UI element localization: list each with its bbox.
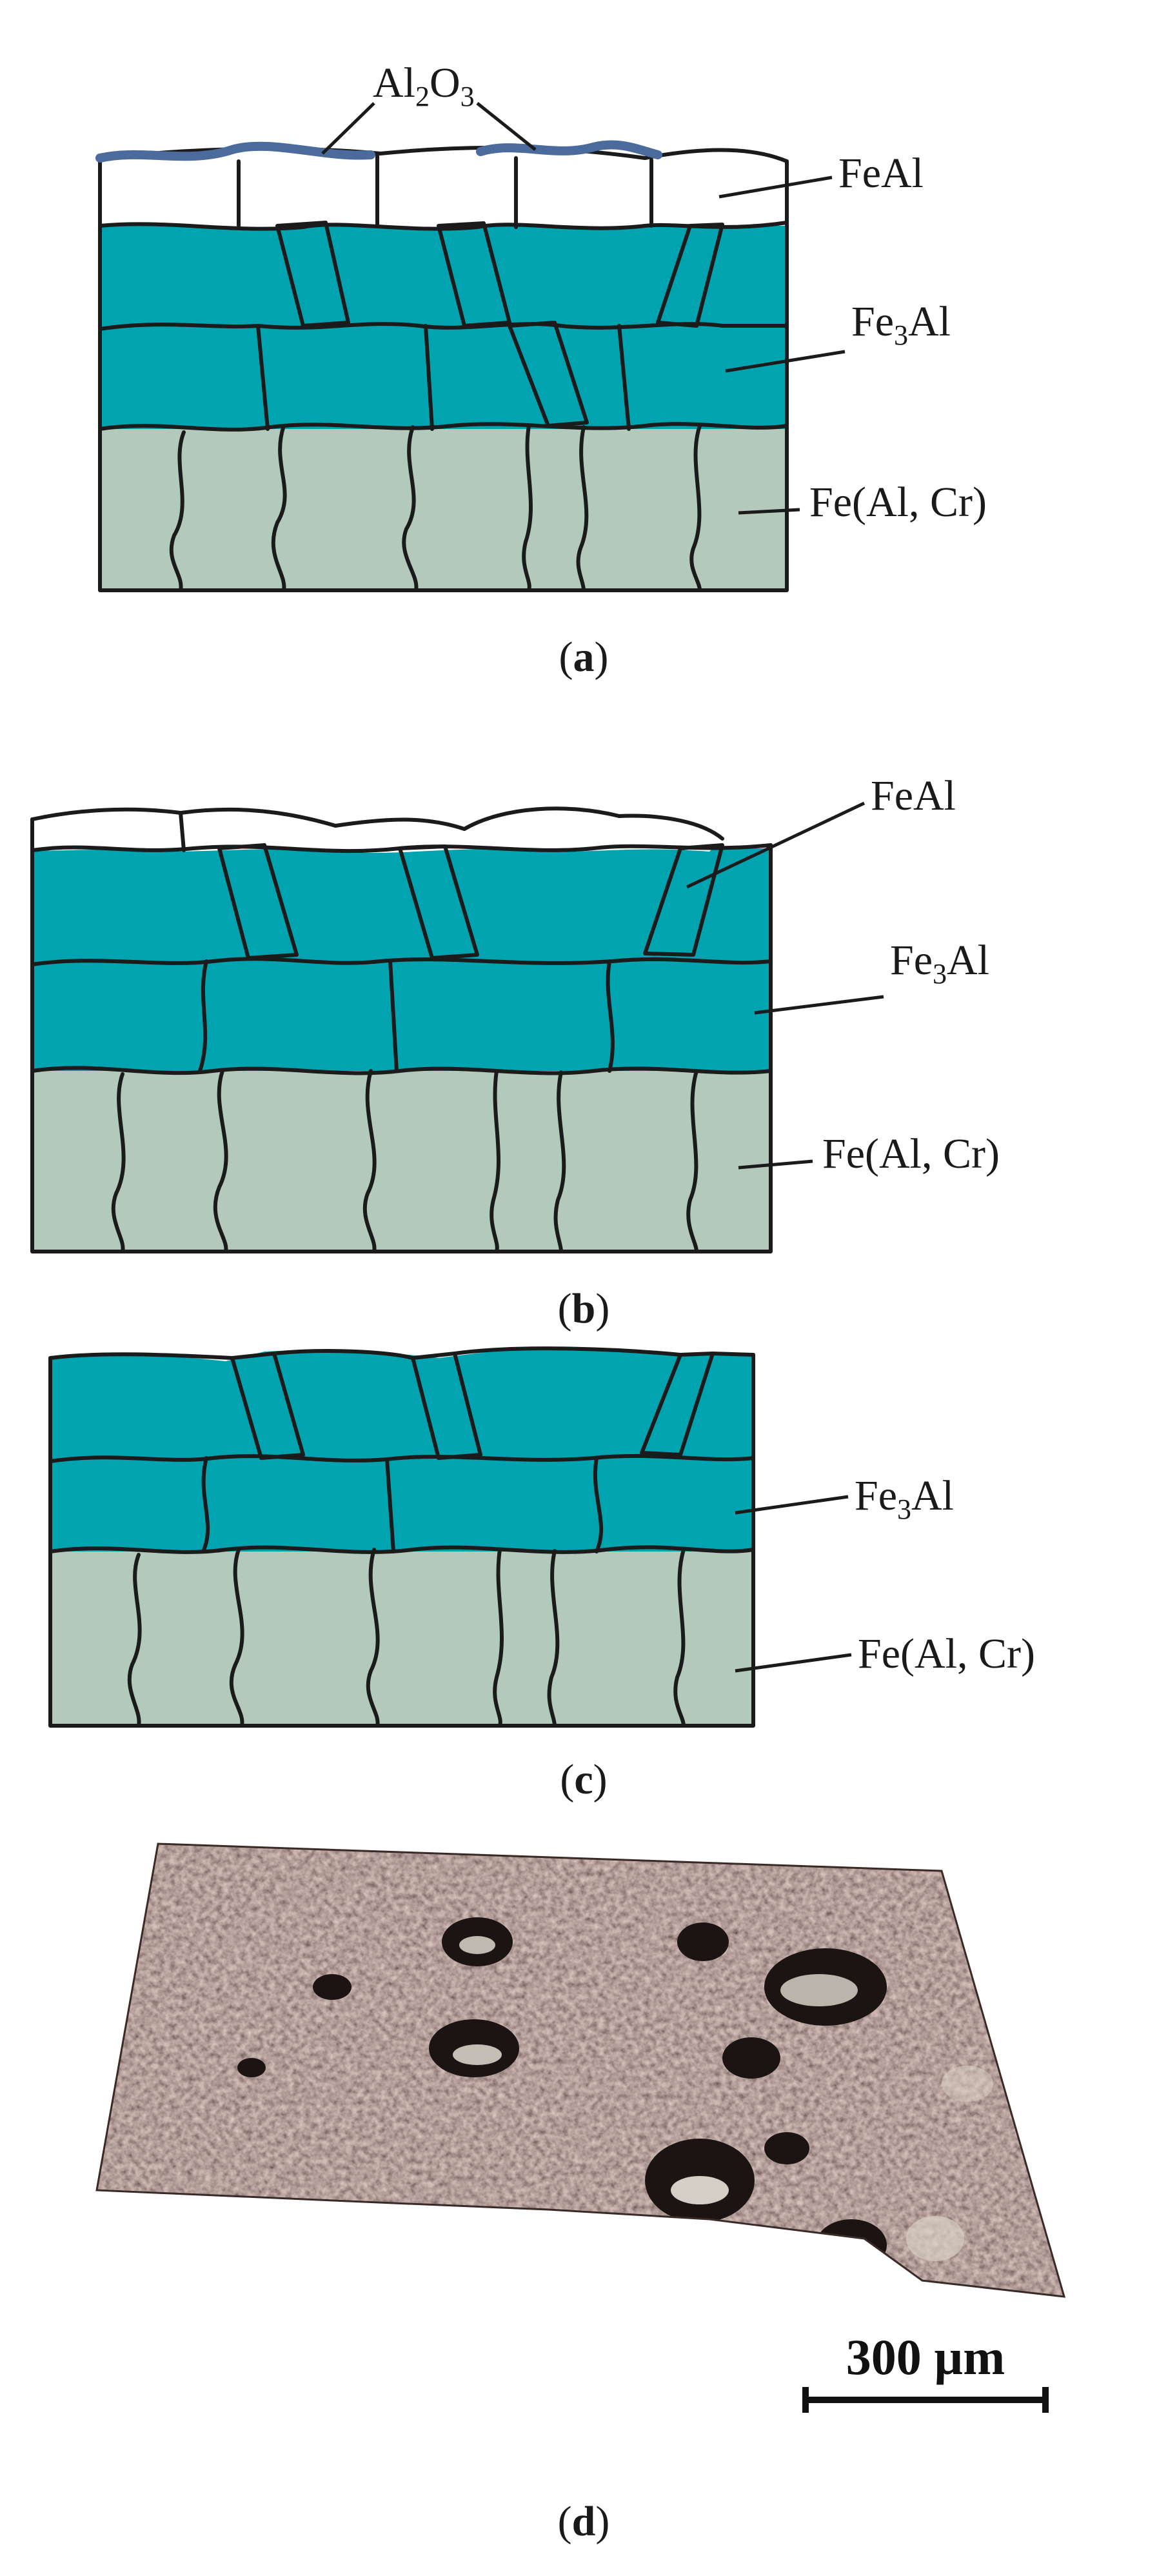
panel-c-gap-2 [411,1352,482,1460]
panel-a-feal-peg-2 [437,221,511,328]
panel-c-gap-1 [230,1352,305,1460]
pit-6 [722,2037,780,2079]
panel-a-feal-layer [100,147,787,229]
panel-a-substrate-label: Fe(Al, Cr) [809,479,987,526]
panel-b-substrate-label: Fe(Al, Cr) [822,1130,1000,1177]
panel-c-diagram [48,1346,852,1728]
pit-10 [906,2216,964,2261]
pit-8 [237,2058,266,2077]
panel-d-surface-image [95,1842,1066,2298]
panel-b-feal-label: FeAl [871,772,956,819]
panel-a-fe3al-label: Fe3Al [851,298,951,351]
panel-c-fe3al-label: Fe3Al [855,1472,954,1525]
panel-b-diagram [30,801,884,1253]
pit-9 [816,2219,887,2271]
panel-c-substrate-layer [50,1552,753,1726]
panel-a-feal-peg-1 [275,221,350,328]
panel-a-substrate-layer [100,429,787,590]
panel-b-feal-layer [32,808,722,853]
pit-7 [313,1974,351,2000]
panel-a-oxide-label: Al2O3 [373,59,475,112]
scale-bar: 300 µm [802,2329,1049,2413]
panel-a-diagram [95,102,846,592]
panel-c-substrate-label: Fe(Al, Cr) [858,1630,1035,1677]
scale-bar-label: 300 µm [846,2329,1005,2385]
panel-a-caption: (a) [559,634,609,681]
panel-c-gap-3 [640,1352,715,1457]
panel-c-fe3al-layer [50,1348,753,1552]
pit-3 [677,1922,729,1961]
panel-b-fe3al-label: Fe3Al [890,937,989,990]
panel-c-caption: (c) [560,1756,607,1803]
panel-d-caption: (d) [558,2498,610,2545]
panel-a-oxide-patch-2 [476,140,662,159]
panel-a-feal-label: FeAl [838,150,924,197]
panel-b-substrate-layer [32,1071,771,1252]
panel-b-caption: (b) [558,1285,610,1332]
